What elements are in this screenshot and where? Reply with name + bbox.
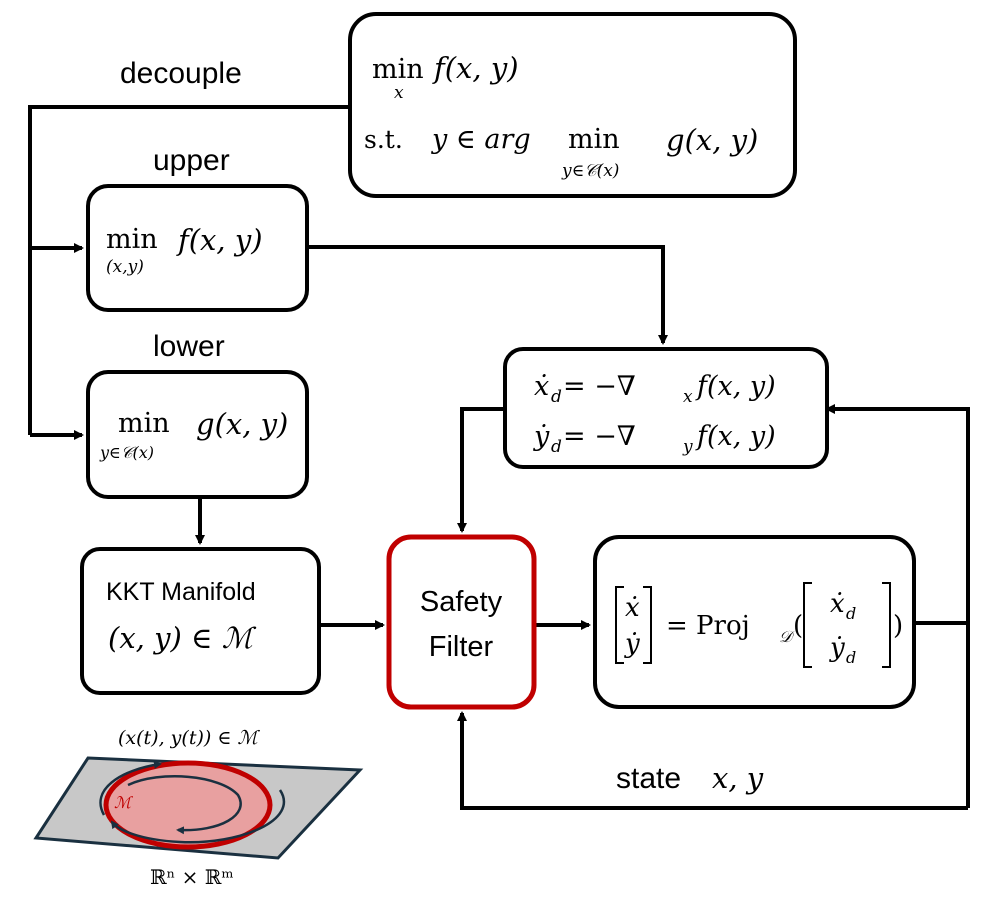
arg-right-bracket: [882, 582, 891, 668]
trajectory-top: [99, 760, 162, 816]
desired-to-filter-arrow: [457, 407, 505, 533]
projection-eq: = Proj: [666, 611, 750, 641]
lower-objective: g(x, y): [196, 407, 288, 441]
projection-paren-open: (: [793, 611, 803, 641]
upper-objective: f(x, y): [176, 223, 263, 257]
desired-line2-mid-sub: y: [682, 437, 693, 457]
kkt-manifold-box: KKT Manifold (x, y) ∈ ℳ: [80, 547, 321, 695]
lower-level-box: min y∈𝒞(x) g(x, y): [86, 370, 309, 499]
problem-objective: f(x, y): [432, 51, 519, 85]
projection-box: ẋ ẏ = Proj 𝒟 ( ẋ d ẏ d ): [593, 535, 916, 709]
connectors: [28, 105, 970, 810]
problem-y-in-arg: y ∈ arg: [431, 124, 531, 155]
lower-min-sub: y∈𝒞(x): [99, 443, 154, 462]
problem-lower-objective: g(x, y): [666, 123, 758, 157]
feedback-to-desired-arrow: [825, 404, 970, 808]
upper-min-op: min: [106, 224, 158, 255]
manifold-caption-top: (x(t), y(t)) ∈ ℳ: [118, 727, 260, 749]
upper-min-sub: (x,y): [106, 257, 144, 277]
upper-level-box: min (x,y) f(x, y): [86, 184, 309, 312]
problem-lower-min-op: min: [568, 124, 620, 155]
feedback-to-filter-arrow: [457, 711, 968, 810]
desired-line1-mid: = −∇: [563, 371, 636, 402]
kkt-title: KKT Manifold: [106, 578, 256, 606]
bilevel-problem-box: min x f(x, y) s.t. y ∈ arg min y∈𝒞(x) g(…: [348, 12, 797, 198]
vector-x-dot: ẋ: [625, 593, 640, 623]
desired-line2-mid: = −∇: [563, 421, 636, 452]
desired-line1-lhs: ẋ: [534, 371, 549, 402]
manifold-caption-bottom: ℝⁿ × ℝᵐ: [150, 865, 234, 889]
vector-left-bracket: [615, 586, 624, 664]
upper-label: upper: [153, 144, 230, 177]
lower-label: lower: [153, 330, 225, 363]
manifold-illustration: (x(t), y(t)) ∈ ℳ ℳ ℝⁿ × ℝᵐ: [33, 727, 364, 889]
desired-line2-lhs: ẏ: [533, 421, 550, 452]
desired-dynamics-box: ẋ d = −∇ x f(x, y) ẏ d = −∇ y f(x, y): [503, 347, 829, 469]
problem-min-sub: x: [394, 83, 404, 103]
arg-y-dot-sub: d: [846, 648, 856, 667]
safety-filter-box: Safety Filter: [386, 534, 537, 710]
state-label: state: [616, 762, 681, 795]
desired-line1-mid-sub: x: [683, 387, 693, 407]
vector-right-bracket: [643, 586, 652, 664]
arg-left-bracket: [803, 582, 812, 668]
projection-domain-sub: 𝒟: [779, 627, 795, 646]
safety-filter-line1: Safety: [420, 586, 503, 618]
decouple-connector: [28, 105, 350, 435]
manifold-region: [103, 760, 273, 850]
desired-line2-lhs-sub: d: [551, 437, 562, 457]
kkt-expression: (x, y) ∈ ℳ: [108, 621, 257, 655]
problem-st: s.t.: [364, 125, 403, 154]
trajectory-outer: [110, 789, 286, 844]
lower-min-op: min: [118, 408, 170, 439]
arg-y-dot: ẏ: [829, 633, 845, 663]
problem-lower-sub: y∈𝒞(x): [561, 161, 619, 181]
arg-x-dot-sub: d: [846, 604, 856, 623]
desired-line2-rhs: f(x, y): [695, 421, 776, 452]
arg-x-dot: ẋ: [830, 589, 845, 619]
desired-line1-lhs-sub: d: [551, 387, 562, 407]
safety-filter-line2: Filter: [429, 631, 494, 663]
projection-paren-close: ): [893, 611, 903, 641]
problem-min-op: min: [372, 54, 424, 85]
vector-y-dot: ẏ: [624, 629, 640, 659]
state-variables: x, y: [712, 761, 764, 795]
upper-to-desired-arrow: [307, 245, 668, 345]
manifold-inner-label: ℳ: [114, 793, 134, 812]
decouple-label: decouple: [120, 57, 242, 90]
desired-line1-rhs: f(x, y): [695, 371, 776, 402]
trajectory-inner: [127, 775, 242, 835]
